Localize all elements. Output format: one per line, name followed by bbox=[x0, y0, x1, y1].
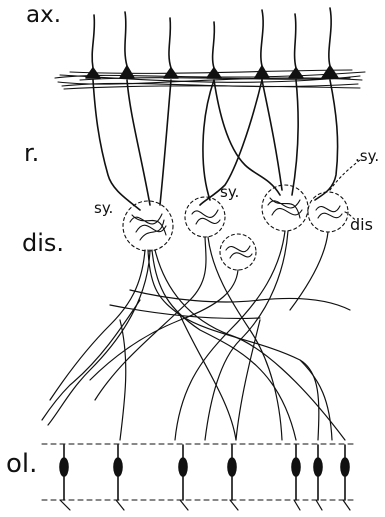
label-sy-right: .sy. bbox=[355, 149, 379, 164]
mitral-fibres bbox=[42, 231, 350, 440]
label-ol: ol. bbox=[6, 451, 37, 477]
label-sy-left: sy. bbox=[94, 201, 113, 216]
label-ax: ax. bbox=[26, 4, 61, 27]
olfactory-layer-lines bbox=[42, 444, 355, 500]
top-cell-row bbox=[86, 8, 338, 210]
label-dis-right: dis bbox=[350, 217, 373, 233]
glomeruli bbox=[123, 160, 360, 270]
label-dis: dis. bbox=[22, 231, 64, 255]
label-r: r. bbox=[24, 141, 39, 165]
label-sy-middle: sy. bbox=[220, 185, 239, 200]
